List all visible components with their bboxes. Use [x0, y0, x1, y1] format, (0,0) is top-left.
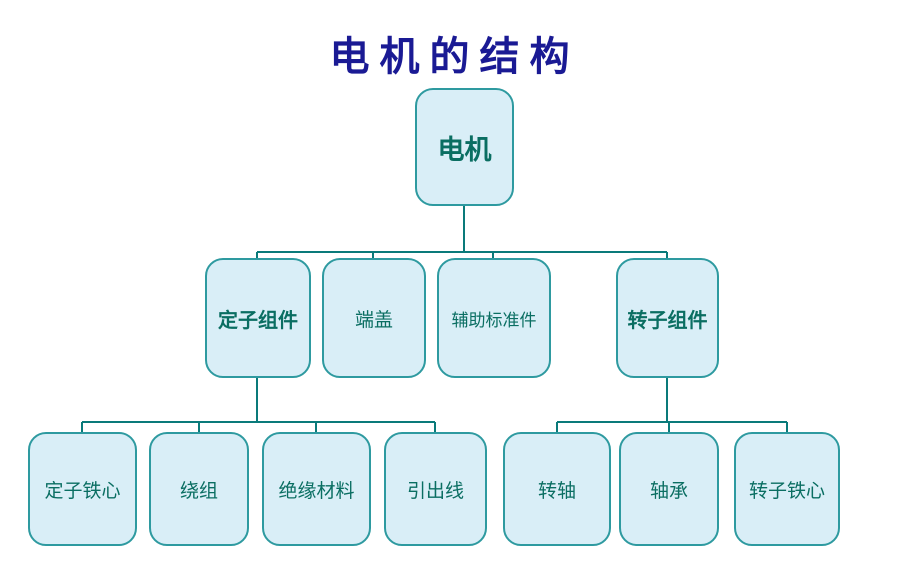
node-winding: 绕组 — [149, 432, 249, 546]
node-rotor-assembly: 转子组件 — [616, 258, 719, 378]
node-rotor-core: 转子铁心 — [734, 432, 840, 546]
node-shaft: 转轴 — [503, 432, 611, 546]
node-stator-assembly: 定子组件 — [205, 258, 311, 378]
node-lead-wire: 引出线 — [384, 432, 487, 546]
node-stator-core: 定子铁心 — [28, 432, 137, 546]
node-end-cover: 端盖 — [322, 258, 426, 378]
node-motor: 电机 — [415, 88, 514, 206]
node-auxiliary-standard-parts: 辅助标准件 — [437, 258, 551, 378]
node-insulation-material: 绝缘材料 — [262, 432, 371, 546]
diagram-title: 电机的结构 — [329, 34, 580, 80]
node-bearing: 轴承 — [619, 432, 719, 546]
